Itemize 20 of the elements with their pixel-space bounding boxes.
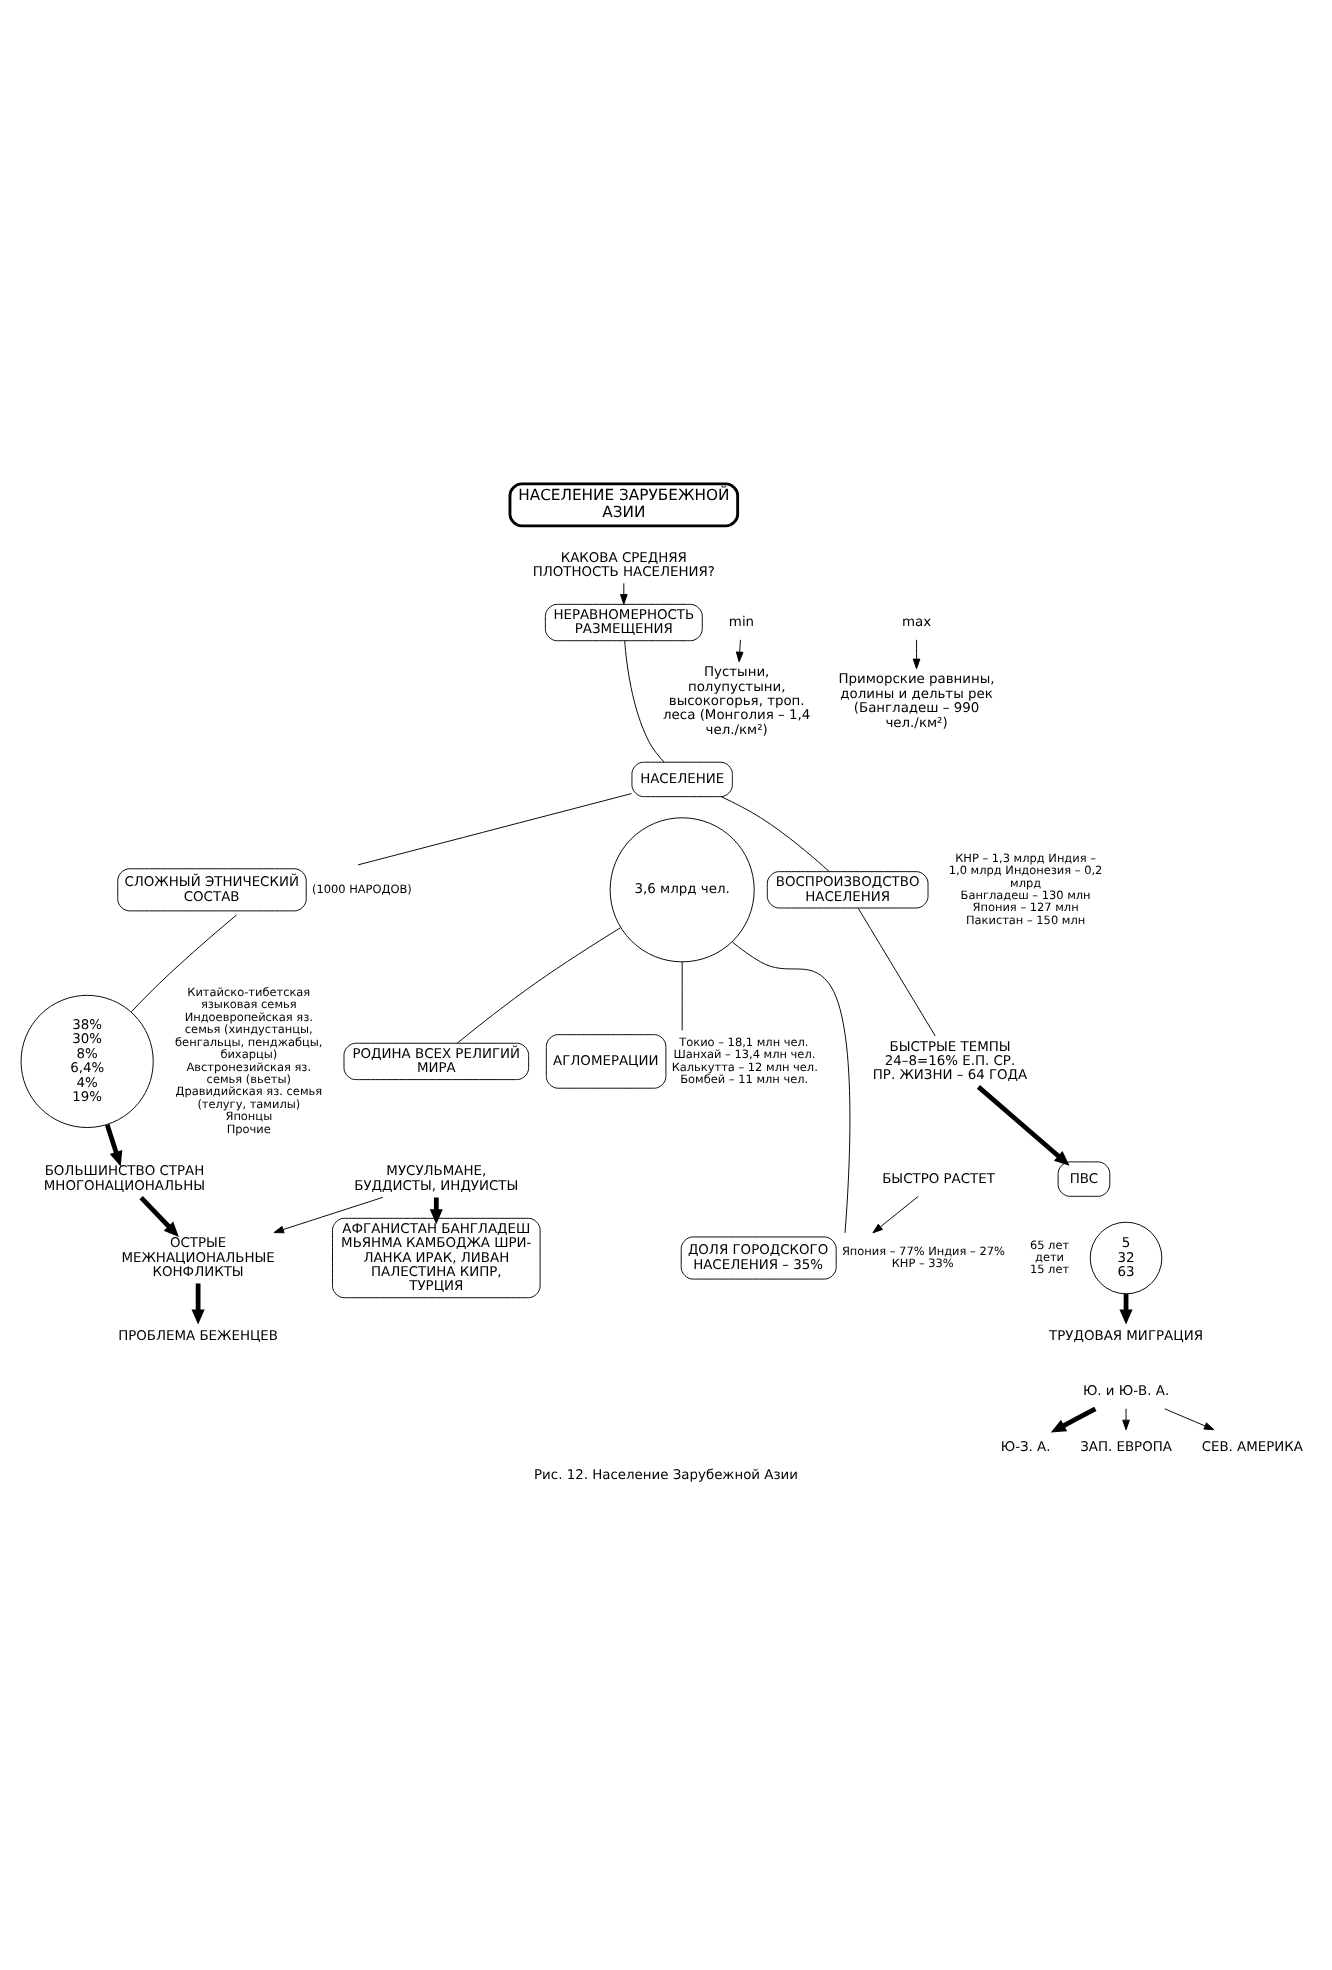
connector <box>731 941 851 1234</box>
arrow <box>620 582 628 605</box>
arrow <box>104 1123 123 1167</box>
arrow <box>735 639 744 663</box>
arrow <box>139 1195 179 1237</box>
arrow <box>273 1196 384 1234</box>
connector <box>456 927 621 1044</box>
connector <box>857 907 936 1037</box>
connector <box>357 793 633 866</box>
arrow <box>912 639 921 670</box>
arrow <box>1050 1406 1097 1433</box>
arrow <box>191 1283 205 1325</box>
connector <box>130 914 237 1013</box>
arrow <box>1164 1408 1215 1431</box>
connector <box>681 961 683 1031</box>
connector <box>721 796 830 873</box>
arrow <box>976 1085 1070 1166</box>
connector <box>624 640 665 763</box>
arrow <box>1122 1408 1130 1431</box>
arrow <box>872 1195 919 1234</box>
